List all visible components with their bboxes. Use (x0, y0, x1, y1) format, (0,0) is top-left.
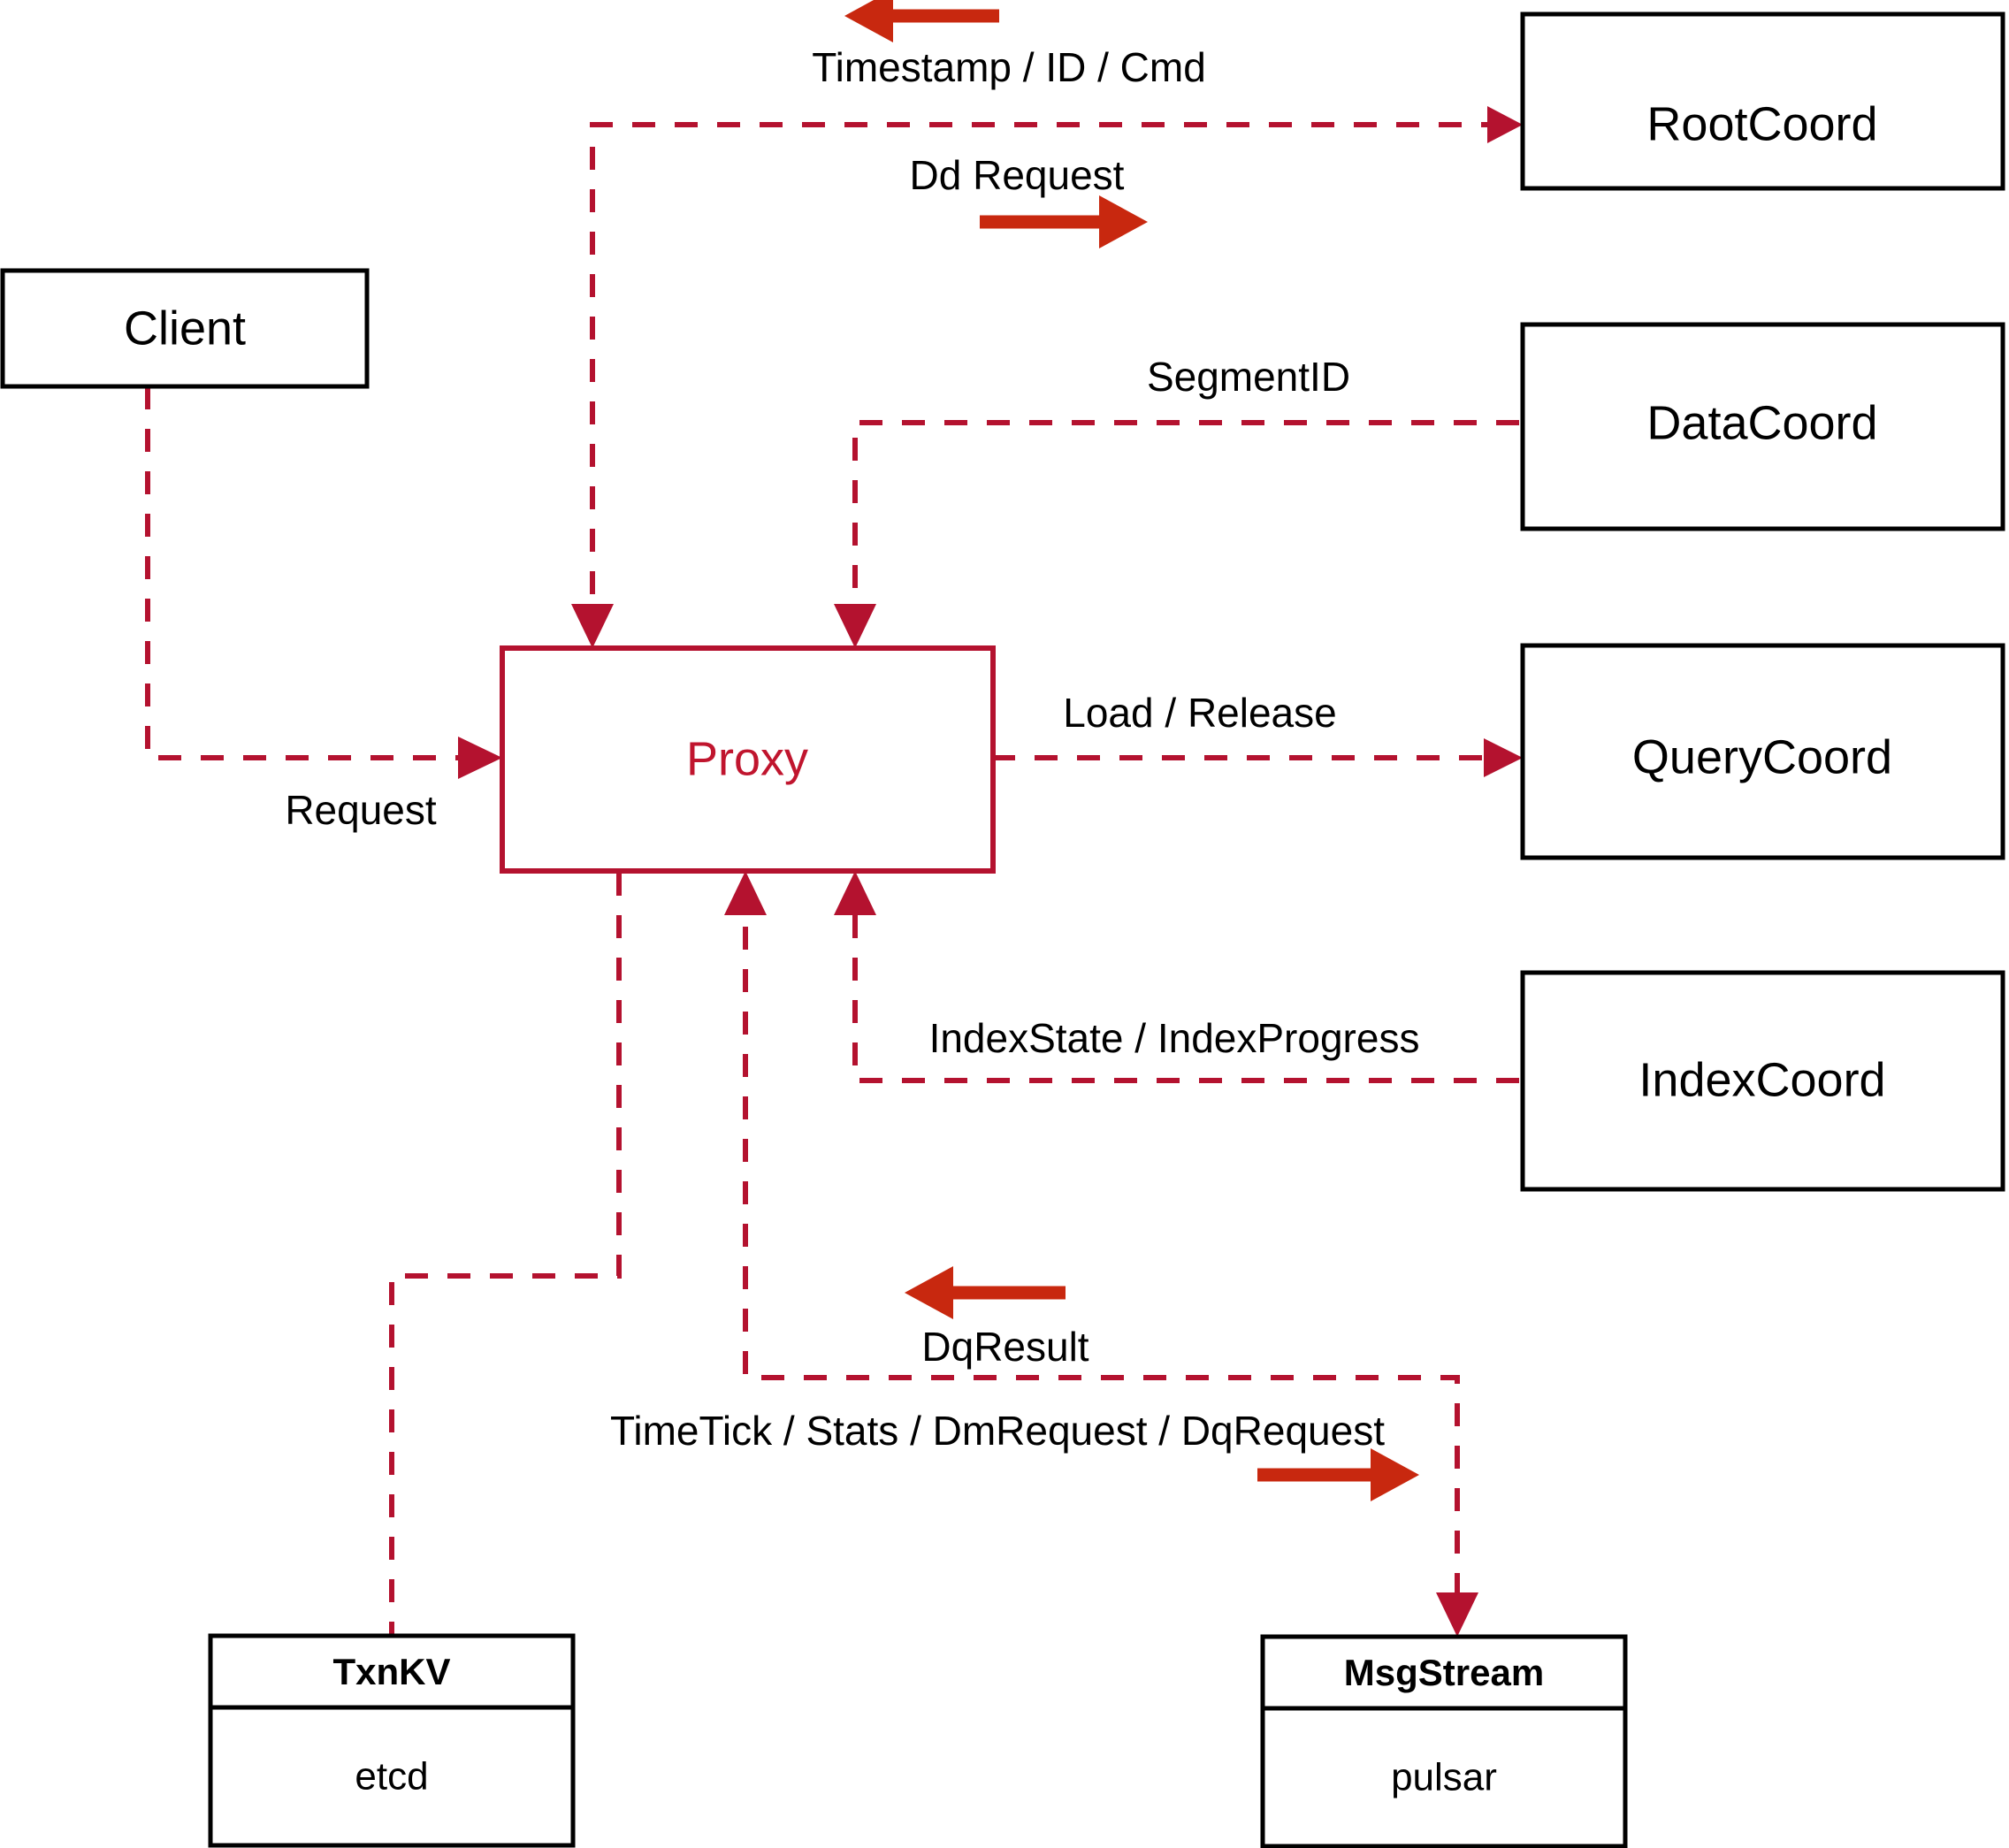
edge-label-dd-request: Dd Request (910, 152, 1125, 198)
edge-msgstream-arrowhead-stream (1436, 1592, 1478, 1637)
node-txnkv-impl-label: etcd (355, 1755, 428, 1798)
node-query-coord-box[interactable] (1520, 643, 2005, 860)
node-index-coord-label: IndexCoord (1639, 1053, 1885, 1106)
node-msgstream[interactable]: MsgStream pulsar (1260, 1634, 1628, 1848)
node-proxy[interactable]: Proxy (500, 645, 996, 874)
node-data-coord[interactable]: DataCoord (1520, 322, 2005, 531)
node-client[interactable]: Client (0, 268, 370, 389)
edge-msgstream (724, 871, 1478, 1637)
node-query-coord[interactable]: QueryCoord (1520, 643, 2005, 860)
node-data-coord-box[interactable] (1520, 322, 2005, 531)
node-data-coord-label: DataCoord (1646, 396, 1877, 449)
edge-label-request: Request (285, 787, 437, 833)
edge-txnkv (389, 873, 622, 1634)
edge-data-coord-arrowhead (834, 604, 876, 648)
node-root-coord[interactable]: RootCoord (1520, 11, 2005, 191)
node-client-label: Client (124, 302, 246, 355)
edge-client-request-path (145, 386, 491, 760)
edge-client-request-arrowhead (458, 737, 502, 779)
node-txnkv-box[interactable] (208, 1633, 576, 1848)
edge-label-timestamp-id-cmd: Timestamp / ID / Cmd (812, 44, 1206, 90)
edge-index-coord-path (852, 884, 1519, 1083)
edge-root-coord (571, 106, 1523, 648)
edge-index-coord (834, 871, 1519, 1083)
direction-arrow-dd-request (980, 195, 1148, 248)
edge-root-coord-arrowhead-proxy (571, 604, 614, 648)
direction-arrow-timestamp-head (844, 0, 893, 42)
edge-index-coord-arrowhead (834, 871, 876, 915)
node-txnkv-label: TxnKV (332, 1651, 450, 1692)
edge-client-request (145, 386, 502, 779)
node-proxy-label: Proxy (686, 732, 808, 785)
node-client-box[interactable] (0, 268, 370, 389)
node-index-coord[interactable]: IndexCoord (1520, 970, 2005, 1192)
edge-msgstream-path (743, 884, 1460, 1625)
direction-arrow-timetick (1257, 1448, 1419, 1501)
node-root-coord-box[interactable] (1520, 11, 2005, 191)
edge-label-load-release: Load / Release (1063, 690, 1336, 736)
direction-arrow-dd-request-head (1099, 195, 1148, 248)
edge-data-coord-path (852, 420, 1519, 637)
node-index-coord-box[interactable] (1520, 970, 2005, 1192)
edge-root-coord-path (590, 122, 1514, 637)
direction-arrow-timestamp (844, 0, 999, 42)
direction-arrow-dqresult-head (905, 1266, 953, 1319)
edge-query-coord (992, 738, 1523, 777)
edge-msgstream-arrowhead-proxy (724, 871, 767, 915)
node-proxy-box[interactable] (500, 645, 996, 874)
node-msgstream-impl-label: pulsar (1391, 1756, 1497, 1799)
edge-root-coord-arrowhead (1487, 106, 1523, 143)
node-query-coord-label: QueryCoord (1632, 730, 1892, 783)
edge-data-coord (834, 420, 1519, 648)
node-txnkv[interactable]: TxnKV etcd (208, 1633, 576, 1848)
edge-query-coord-arrowhead (1484, 738, 1523, 777)
edge-label-timetick-stats: TimeTick / Stats / DmRequest / DqRequest (610, 1408, 1385, 1454)
node-msgstream-label: MsgStream (1344, 1652, 1544, 1693)
direction-arrow-dqresult (905, 1266, 1066, 1319)
edge-label-index-state-progress: IndexState / IndexProgress (929, 1015, 1420, 1061)
edge-label-segment-id: SegmentID (1147, 354, 1350, 400)
node-msgstream-box[interactable] (1260, 1634, 1628, 1848)
edge-txnkv-path (389, 873, 622, 1634)
direction-arrow-timetick-head (1371, 1448, 1419, 1501)
edge-label-dq-result: DqResult (921, 1324, 1089, 1370)
node-root-coord-label: RootCoord (1646, 97, 1877, 150)
